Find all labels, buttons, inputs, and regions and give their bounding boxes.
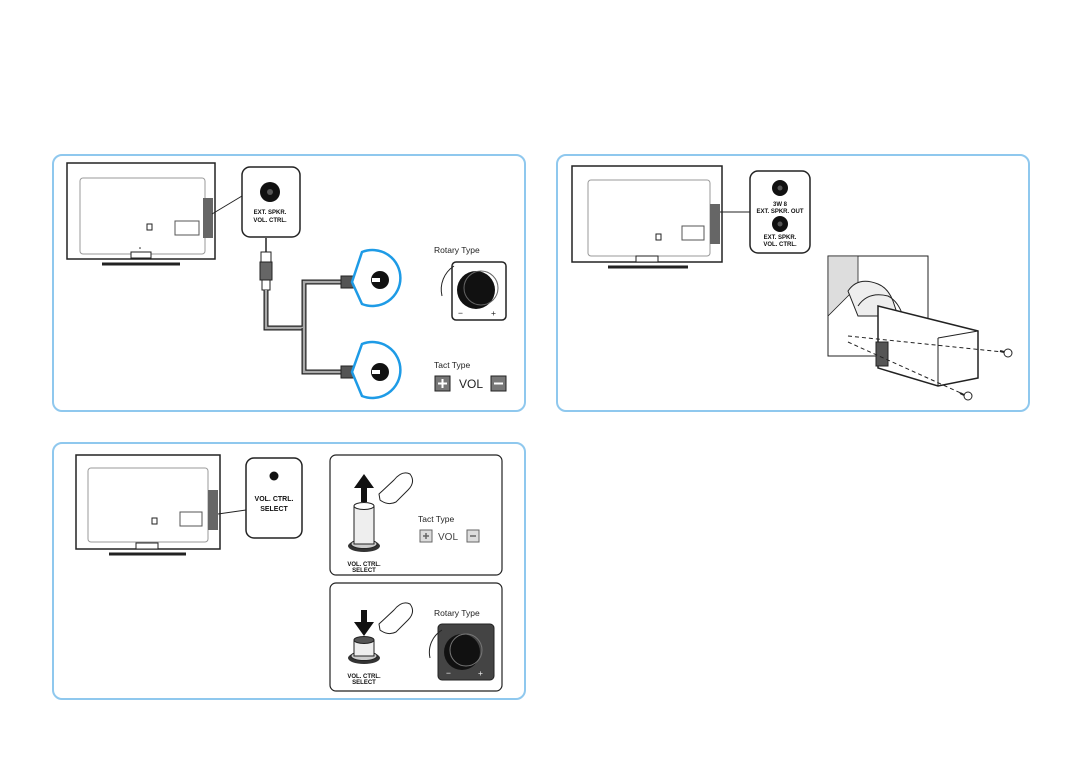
- jack-label-line1: VOL. CTRL.: [255, 496, 294, 503]
- jack2-label-line1: EXT. SPKR.: [764, 235, 797, 241]
- vol-label: VOL: [459, 377, 483, 391]
- jack-label-line2: SELECT: [260, 506, 288, 513]
- selector-label-line2: SELECT: [352, 568, 376, 574]
- rotary-plus: +: [491, 308, 496, 318]
- panel-speaker-volume-control-connection: EXT. SPKR. VOL. CTRL. Rotary Type: [52, 154, 526, 412]
- jack2-label-line2: VOL. CTRL.: [763, 242, 797, 248]
- panel-vol-ctrl-select: VOL. CTRL. SELECT VOL. CTRL. SELECT Tact…: [52, 442, 526, 700]
- tact-type-label: Tact Type: [434, 360, 470, 370]
- tact-jack-highlight: [350, 340, 402, 400]
- tv-rear-view: [75, 454, 221, 556]
- speaker-bracket-mounting: [827, 255, 1013, 401]
- rotary-minus: −: [446, 668, 451, 678]
- jack-label-line2: VOL. CTRL.: [253, 218, 287, 224]
- subpanel-rotary-push-down: VOL. CTRL. SELECT Rotary Type − +: [329, 582, 503, 692]
- jack1-label-line2: EXT. SPKR. OUT: [756, 209, 803, 215]
- jack-label-line1: EXT. SPKR.: [254, 210, 287, 216]
- rotary-jack-highlight: [350, 248, 402, 308]
- tv-rear-view: [66, 162, 216, 266]
- rotary-minus: −: [458, 308, 463, 318]
- tact-buttons: VOL: [434, 375, 507, 392]
- subpanel-tact-pull-up: VOL. CTRL. SELECT Tact Type VOL: [329, 454, 503, 576]
- panel-2-illustration: 3W 8 EXT. SPKR. OUT EXT. SPKR. VOL. CTRL…: [571, 165, 1013, 401]
- rotary-plus: +: [478, 668, 483, 678]
- tv-rear-view: [571, 165, 723, 269]
- audio-plug: [259, 238, 273, 291]
- ext-spkr-vol-ctrl-jack-box: EXT. SPKR. VOL. CTRL.: [241, 166, 301, 238]
- panel-1-illustration: EXT. SPKR. VOL. CTRL. Rotary Type: [66, 162, 507, 400]
- rotary-type-label: Rotary Type: [434, 245, 480, 255]
- selector-label-line1: VOL. CTRL.: [347, 562, 381, 568]
- panel-speaker-mounting: 3W 8 EXT. SPKR. OUT EXT. SPKR. VOL. CTRL…: [556, 154, 1030, 412]
- jack-box-two-jacks: 3W 8 EXT. SPKR. OUT EXT. SPKR. VOL. CTRL…: [749, 170, 811, 254]
- selector-label-line1: VOL. CTRL.: [347, 674, 381, 680]
- vol-label: VOL: [438, 532, 458, 543]
- panel-3-illustration: VOL. CTRL. SELECT VOL. CTRL. SELECT Tact…: [75, 454, 503, 692]
- jack1-label-line1: 3W 8: [773, 202, 788, 208]
- tact-type-label: Tact Type: [418, 514, 454, 524]
- rotary-type-label: Rotary Type: [434, 608, 480, 618]
- vol-ctrl-select-jack-box: VOL. CTRL. SELECT: [245, 457, 303, 539]
- screw-icon: [999, 348, 1013, 358]
- audio-cable: [263, 279, 344, 375]
- screw-icon: [959, 391, 973, 401]
- rotary-knob: − +: [440, 261, 507, 321]
- selector-label-line2: SELECT: [352, 680, 376, 686]
